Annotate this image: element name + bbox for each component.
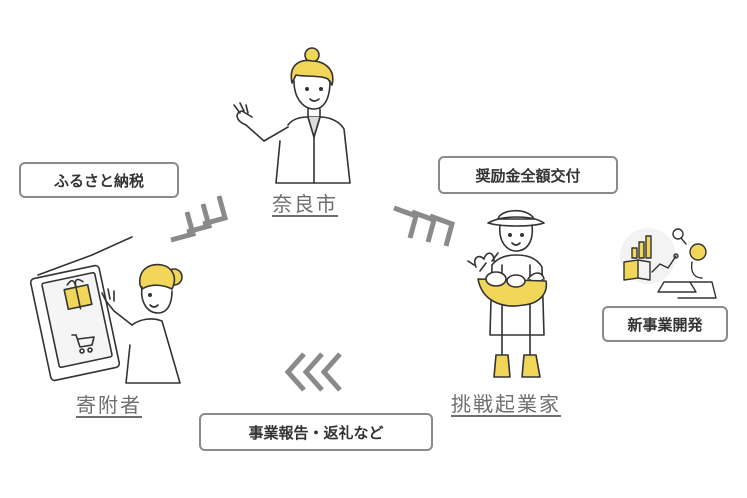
new-business-label: 新事業開発 xyxy=(627,315,703,334)
donor-figure xyxy=(29,236,183,384)
new-business-figure xyxy=(620,228,717,299)
donor-label: 寄附者 xyxy=(76,393,142,417)
city-official-figure xyxy=(233,47,351,184)
report-arrow-icon xyxy=(284,352,342,392)
entrepreneur-figure xyxy=(467,209,548,378)
donation-label: ふるさと納税 xyxy=(53,171,144,190)
city-label: 奈良市 xyxy=(272,192,338,216)
subsidy-box: 奨励金全額交付 xyxy=(438,156,618,194)
subsidy-label: 奨励金全額交付 xyxy=(475,166,581,185)
report-box: 事業報告・返礼など xyxy=(199,413,433,451)
report-label: 事業報告・返礼など xyxy=(248,423,384,442)
subsidy-arrow-icon xyxy=(393,205,456,247)
donation-arrow-icon xyxy=(170,195,229,243)
entrepreneur-label: 挑戦起業家 xyxy=(451,392,561,416)
donation-box: ふるさと納税 xyxy=(19,162,179,198)
new-business-box: 新事業開発 xyxy=(602,306,728,342)
